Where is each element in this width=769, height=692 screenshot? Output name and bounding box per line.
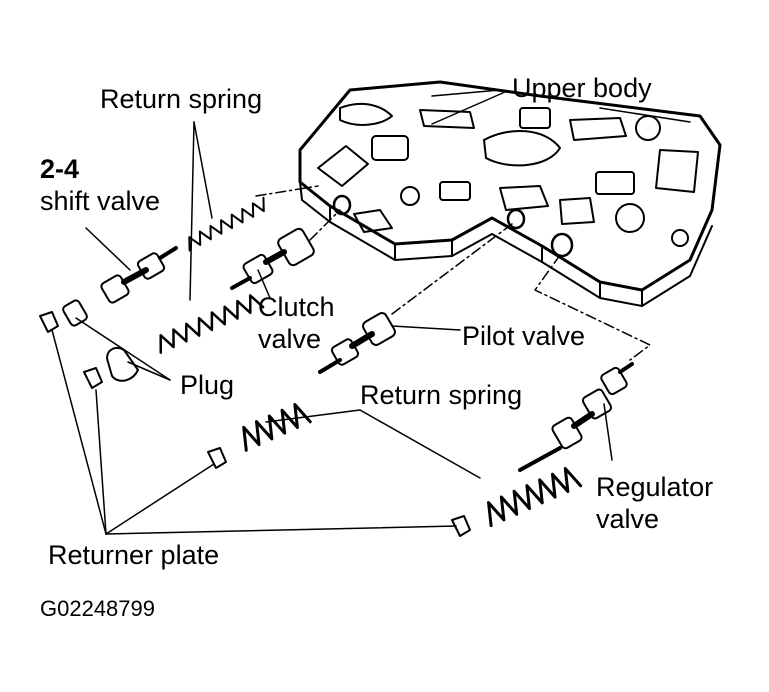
pilot-valve-part: [318, 312, 396, 374]
alignment-lines: [255, 185, 651, 361]
plug-label: Plug: [180, 370, 235, 400]
clutch-valve-label-line2: valve: [258, 324, 322, 354]
return-spring-lower-right-part: [487, 467, 583, 528]
pilot-valve-label: Pilot valve: [462, 321, 586, 351]
return-spring-small-part: [188, 196, 265, 252]
return-spring-long-part: [159, 294, 265, 354]
leader-lines: [51, 91, 613, 535]
regulator-valve-label-line1: Regulator: [596, 472, 714, 502]
clutch-valve-part: [230, 227, 315, 290]
clutch-valve-label-line1: Clutch: [258, 292, 335, 322]
plug-parts: [62, 299, 139, 382]
figure-code: G02248799: [40, 596, 155, 621]
shift-valve-number-label: 2-4: [40, 154, 80, 184]
shift-valve-text-label: shift valve: [40, 186, 161, 216]
return-spring-middle-part: [242, 403, 312, 452]
regulator-valve-label-line2: valve: [596, 504, 660, 534]
shift-valve-part: [100, 246, 178, 304]
return-spring-top-label: Return spring: [100, 84, 263, 114]
upper-body-casting: [298, 80, 722, 307]
return-spring-middle-label: Return spring: [360, 380, 523, 410]
upper-body-label: Upper body: [512, 73, 652, 103]
returner-plate-parts: [39, 311, 471, 537]
returner-plate-label: Returner plate: [48, 540, 220, 570]
regulator-valve-part: [518, 362, 634, 472]
